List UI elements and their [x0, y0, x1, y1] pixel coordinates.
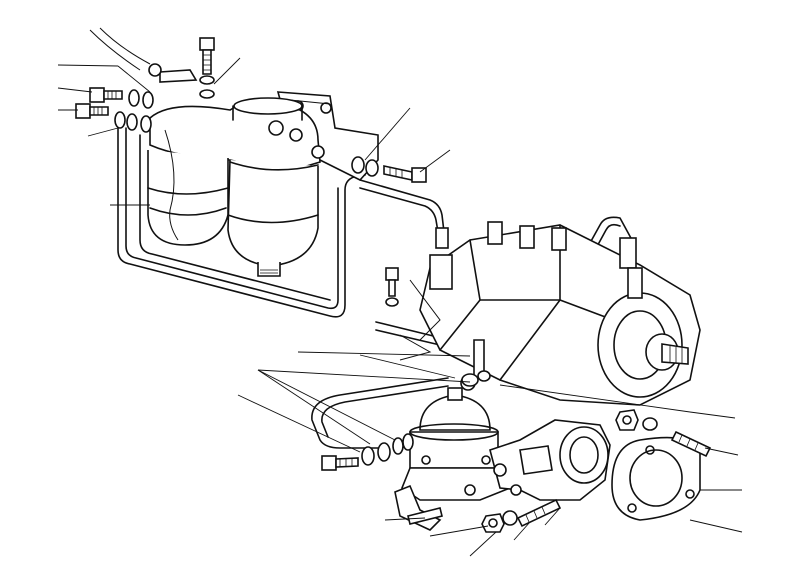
leader-lines: [57, 57, 743, 557]
engine-outline: [89, 27, 441, 361]
banjo-bolts: [75, 37, 491, 471]
fuel-filter-assembly: [147, 97, 325, 277]
fuel-injection-pump: [419, 221, 701, 406]
gasket: [611, 436, 701, 521]
studs-and-nuts: [407, 409, 712, 533]
adapter-housing: [489, 419, 611, 501]
fuel-lift-pump: [394, 339, 512, 531]
